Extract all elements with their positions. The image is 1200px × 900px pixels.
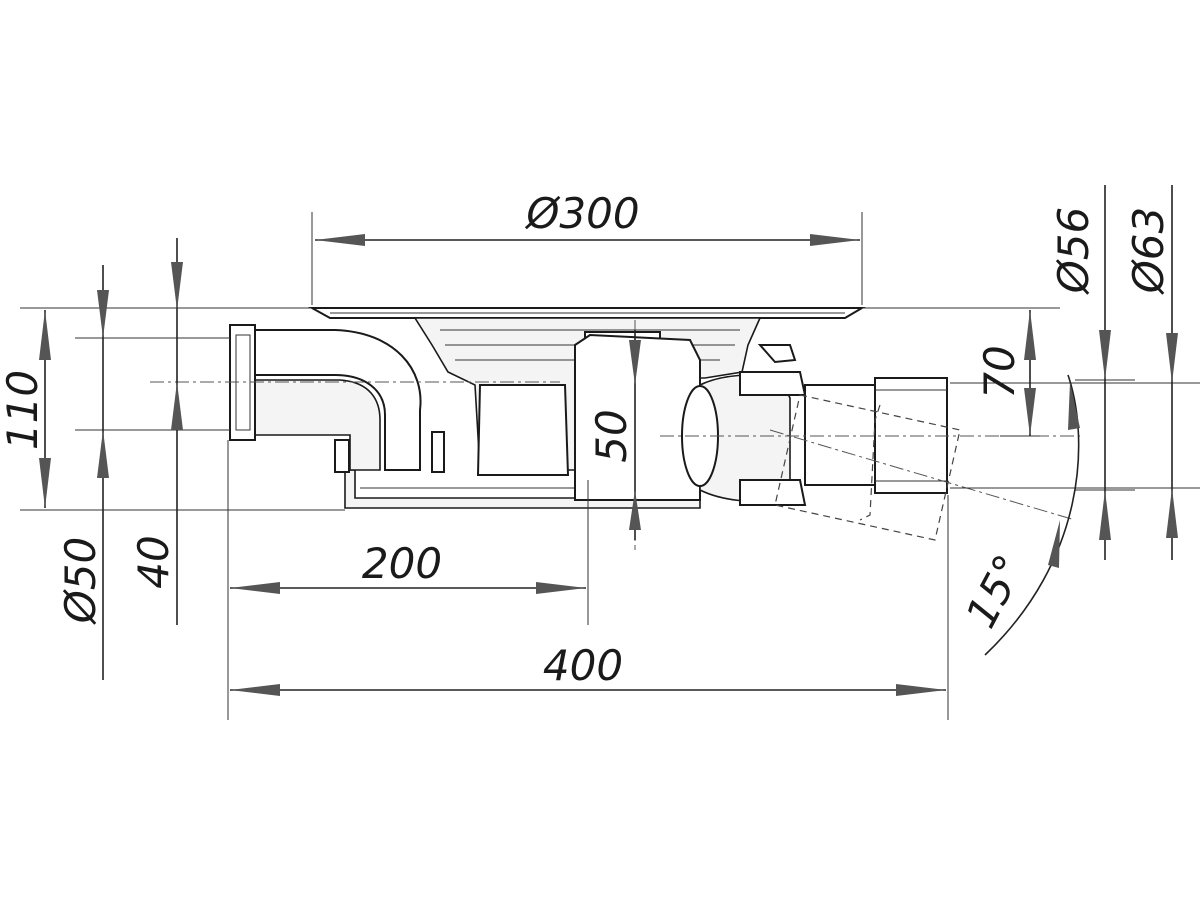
label-water-seal: 50 [587,409,636,462]
side-inlet-elbow [254,329,422,471]
label-grate-diameter: Ø300 [524,189,639,238]
dimension-lines [39,185,1178,696]
dimension-labels: Ø300 200 400 110 Ø50 40 50 70 Ø56 Ø63 15… [0,189,1173,690]
label-outlet-height: 70 [975,345,1024,398]
water-trap-riser [574,333,701,501]
outlet-pipe [804,384,876,486]
outlet-swivel-position [774,394,961,541]
label-outlet-inner-diameter: Ø56 [1049,207,1098,296]
trap-inner-wall [476,384,570,476]
label-total-length: 400 [543,641,623,690]
outlet-swivel-centerline [769,429,1076,521]
label-outlet-outer-diameter: Ø63 [1124,207,1173,296]
inlet-seal [431,431,445,473]
label-inlet-offset: 40 [129,535,178,588]
label-swivel-angle: 15° [956,547,1034,636]
label-total-height: 110 [0,370,47,450]
label-center-distance: 200 [362,539,442,588]
label-inlet-diameter: Ø50 [56,537,105,626]
